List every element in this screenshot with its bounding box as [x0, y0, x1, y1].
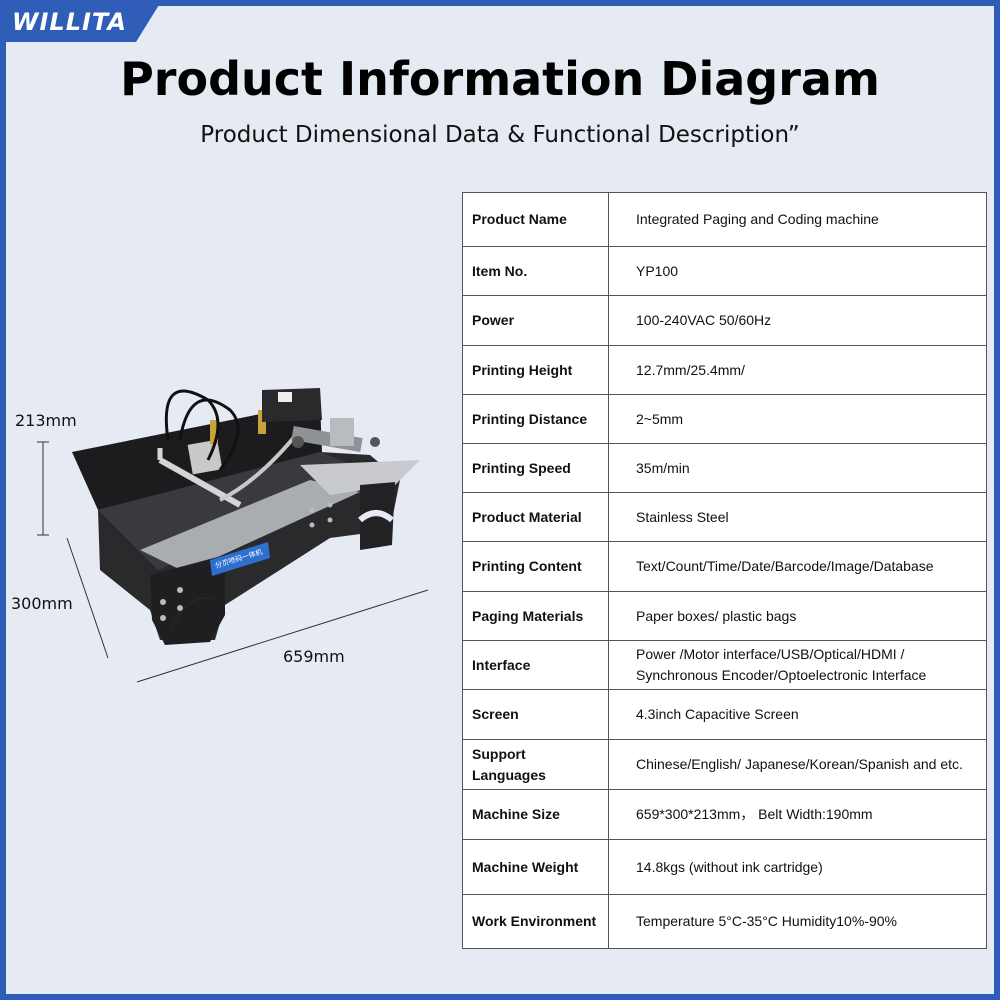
- spec-value: 659*300*213mm， Belt Width:190mm: [608, 789, 987, 840]
- machine-drawing: 分页喷码一体机: [37, 388, 429, 683]
- spec-value: Chinese/English/ Japanese/Korean/Spanish…: [608, 739, 987, 790]
- spec-value: Integrated Paging and Coding machine: [608, 192, 987, 247]
- spec-label: Printing Height: [462, 345, 609, 395]
- page-title: Product Information Diagram: [120, 52, 880, 106]
- brand-logo-text: WILLITA: [12, 8, 127, 36]
- spec-label: Product Name: [462, 192, 609, 247]
- spec-value: Text/Count/Time/Date/Barcode/Image/Datab…: [608, 541, 987, 592]
- brand-banner: WILLITA: [0, 0, 162, 42]
- table-row: Paging Materials Paper boxes/ plastic ba…: [462, 591, 987, 641]
- spec-value: 14.8kgs (without ink cartridge): [608, 839, 987, 895]
- spec-value: 100-240VAC 50/60Hz: [608, 295, 987, 346]
- table-row: Product Material Stainless Steel: [462, 492, 987, 542]
- height-dimension-label: 213mm: [15, 411, 77, 430]
- table-row: Machine Size 659*300*213mm， Belt Width:1…: [462, 789, 987, 840]
- table-row: Work Environment Temperature 5°C-35°C Hu…: [462, 894, 987, 949]
- spec-label: Product Material: [462, 492, 609, 542]
- spec-value: 12.7mm/25.4mm/: [608, 345, 987, 395]
- table-row: Machine Weight 14.8kgs (without ink cart…: [462, 839, 987, 895]
- table-row: Printing Height 12.7mm/25.4mm/: [462, 345, 987, 395]
- length-dimension-label: 659mm: [283, 647, 345, 666]
- spec-value: YP100: [608, 246, 987, 296]
- spec-value: 35m/min: [608, 443, 987, 493]
- spec-value: Power /Motor interface/USB/Optical/HDMI …: [608, 640, 987, 690]
- spec-label: Interface: [462, 640, 609, 690]
- page-subtitle: Product Dimensional Data & Functional De…: [200, 122, 800, 148]
- table-row: Power 100-240VAC 50/60Hz: [462, 295, 987, 346]
- table-row: Screen 4.3inch Capacitive Screen: [462, 689, 987, 740]
- spec-value: Paper boxes/ plastic bags: [608, 591, 987, 641]
- depth-dimension-label: 300mm: [11, 594, 73, 613]
- spec-value: Stainless Steel: [608, 492, 987, 542]
- spec-label: Machine Weight: [462, 839, 609, 895]
- spec-value: Temperature 5°C-35°C Humidity10%-90%: [608, 894, 987, 949]
- spec-label: Work Environment: [462, 894, 609, 949]
- spec-value: 4.3inch Capacitive Screen: [608, 689, 987, 740]
- spec-value-line: Synchronous Encoder/Optoelectronic Inter…: [636, 667, 927, 683]
- machine-illustration: 分页喷码一体机: [0, 360, 450, 700]
- spec-table: Product Name Integrated Paging and Codin…: [462, 192, 987, 949]
- table-row: Support Languages Chinese/English/ Japan…: [462, 739, 987, 790]
- spec-value-line: Power /Motor interface/USB/Optical/HDMI …: [636, 646, 905, 662]
- spec-label: Support Languages: [462, 739, 609, 790]
- spec-label: Screen: [462, 689, 609, 740]
- spec-label: Printing Speed: [462, 443, 609, 493]
- spec-label: Power: [462, 295, 609, 346]
- table-row: Product Name Integrated Paging and Codin…: [462, 192, 987, 247]
- brand-banner-shape: [0, 0, 162, 42]
- spec-value: 2~5mm: [608, 394, 987, 444]
- table-row: Interface Power /Motor interface/USB/Opt…: [462, 640, 987, 690]
- spec-label: Paging Materials: [462, 591, 609, 641]
- spec-label: Printing Content: [462, 541, 609, 592]
- table-row: Printing Speed 35m/min: [462, 443, 987, 493]
- spec-label: Printing Distance: [462, 394, 609, 444]
- table-row: Printing Distance 2~5mm: [462, 394, 987, 444]
- table-row: Item No. YP100: [462, 246, 987, 296]
- spec-label: Item No.: [462, 246, 609, 296]
- spec-label: Machine Size: [462, 789, 609, 840]
- table-row: Printing Content Text/Count/Time/Date/Ba…: [462, 541, 987, 592]
